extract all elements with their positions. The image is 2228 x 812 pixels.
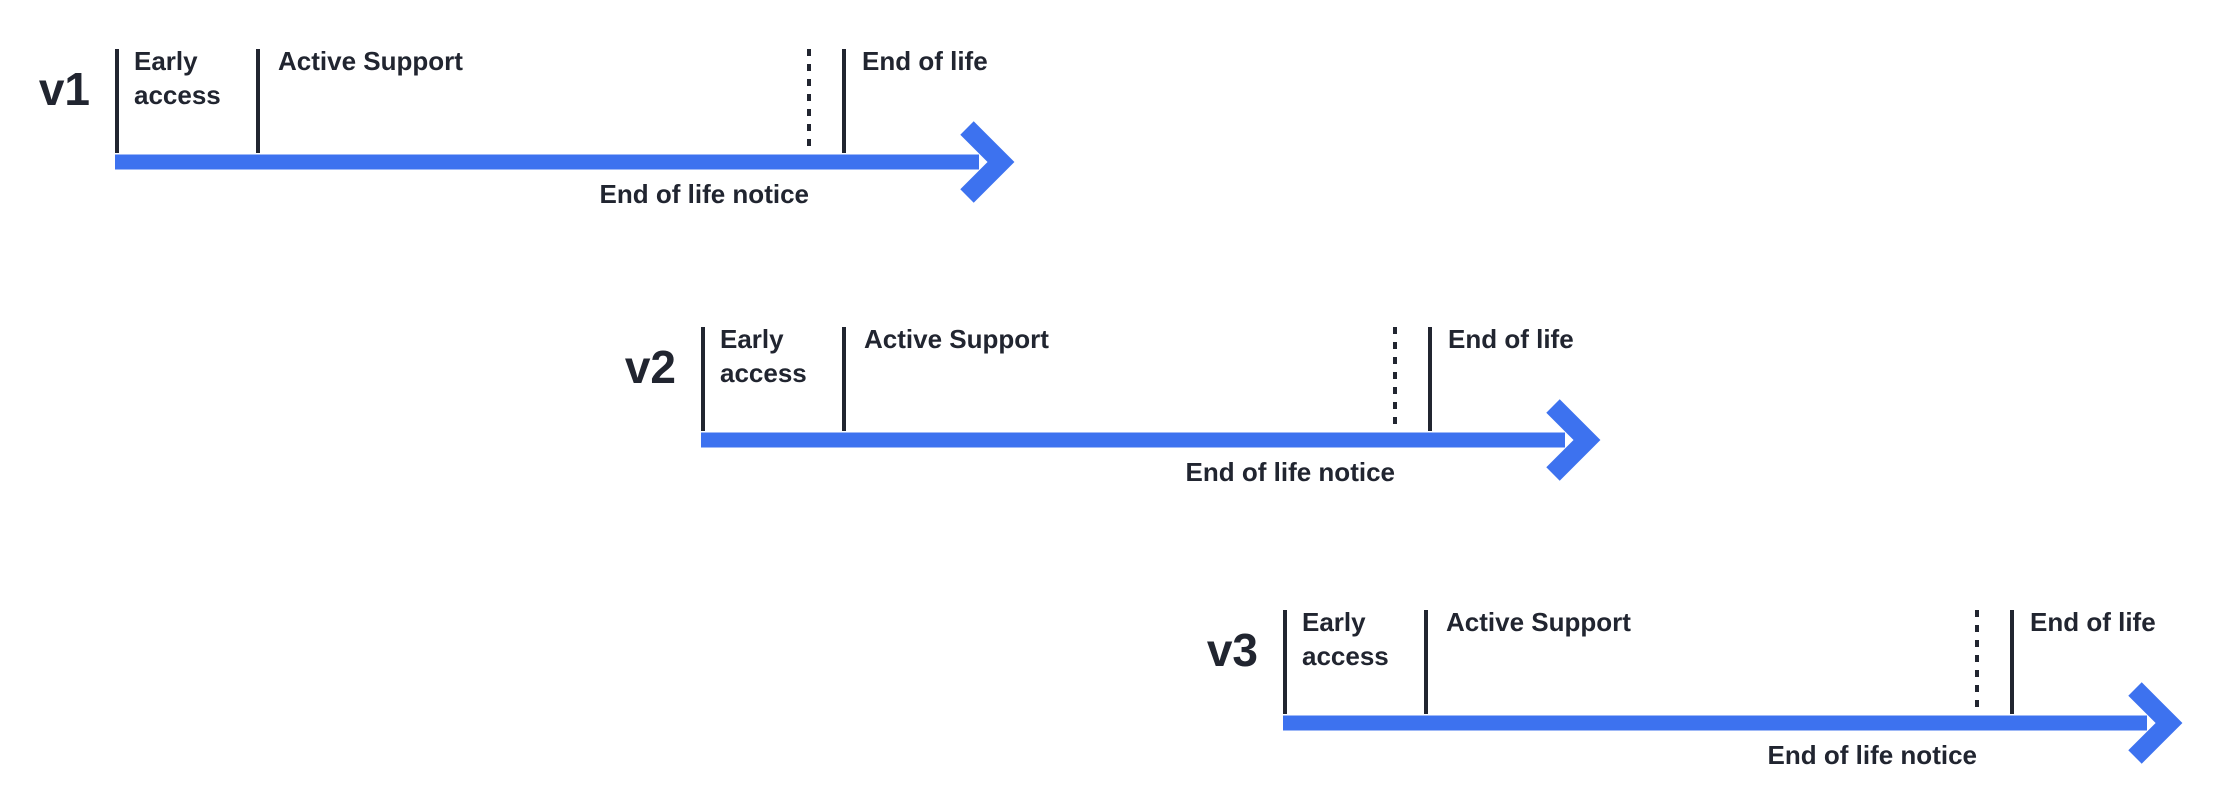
early-access-label: Early access (1302, 607, 1389, 671)
timeline-graphics (115, 49, 1015, 203)
timeline-arrow-head-icon (1546, 399, 1601, 481)
end-of-life-notice-label: End of life notice (599, 179, 809, 209)
end-of-life-label: End of life (2030, 607, 2156, 637)
version-label: v1 (38, 63, 90, 115)
early-access-label: Early access (720, 324, 807, 388)
version-label: v3 (1206, 624, 1258, 676)
end-of-life-label: End of life (1448, 324, 1574, 354)
timeline-v2: v2 Early access Active Support End of li… (625, 324, 1663, 517)
active-support-label: Active Support (864, 324, 1049, 354)
end-of-life-notice-label: End of life notice (1185, 457, 1395, 487)
end-of-life-notice-label: End of life notice (1767, 740, 1977, 770)
early-access-label: Early access (134, 46, 221, 110)
active-support-label: Active Support (278, 46, 463, 76)
timeline-v3: v3 Early access Active Support End of li… (1207, 607, 2228, 800)
timeline-v1: v1 Early access Active Support End of li… (39, 46, 1077, 239)
version-label: v2 (624, 341, 676, 393)
timeline-arrow-head-icon (2128, 682, 2183, 764)
end-of-life-label: End of life (862, 46, 988, 76)
timeline-graphics (1283, 610, 2183, 764)
timeline-arrow-head-icon (960, 121, 1015, 203)
active-support-label: Active Support (1446, 607, 1631, 637)
timeline-graphics (701, 327, 1601, 481)
